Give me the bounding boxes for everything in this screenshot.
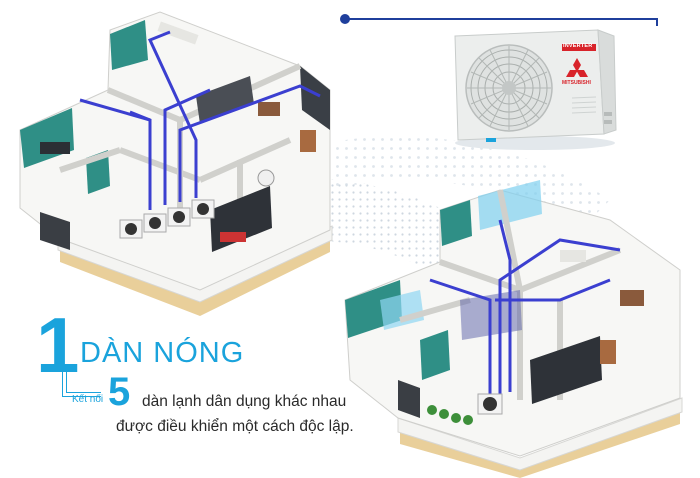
inverter-badge — [562, 44, 596, 51]
independent-control-description: được điều khiển một cách độc lập. — [116, 418, 354, 435]
inverter-badge-label: INVERTER — [563, 43, 593, 49]
connector-bracket-inner — [66, 364, 101, 393]
frame-dot-ornament — [340, 14, 350, 24]
outdoor-unit-heading: DÀN NÓNG — [80, 337, 245, 369]
indoor-unit-count: 5 — [108, 370, 131, 414]
connector-bracket — [62, 364, 101, 397]
frame-corner-ornament — [656, 18, 658, 26]
frame-line-ornament — [346, 18, 658, 20]
brand-name-label: MITSUBISHI — [562, 80, 591, 86]
outdoor-unit-count: 1 — [36, 301, 79, 389]
indoor-units-description: dàn lạnh dân dụng khác nhau — [142, 393, 347, 410]
connect-label: Kết nối — [72, 394, 104, 405]
